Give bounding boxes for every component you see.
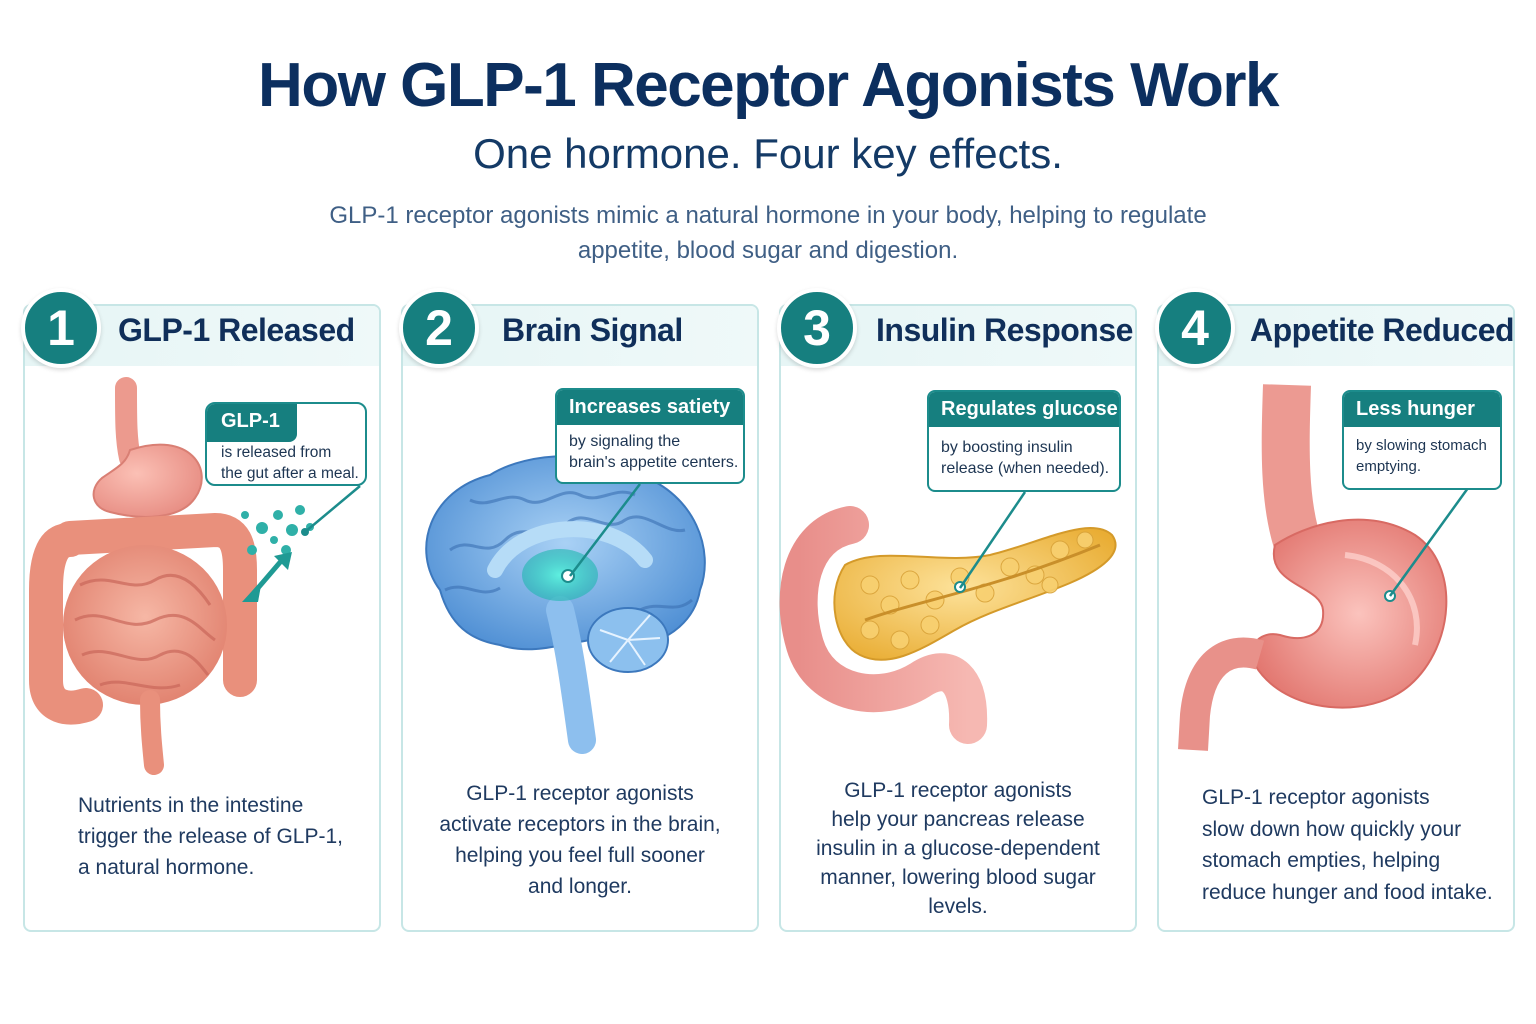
callout-title: Regulates glucose <box>929 392 1119 427</box>
description-line: activate receptors in the brain, <box>439 813 721 836</box>
description-line: slow down how quickly your <box>1202 817 1462 841</box>
intro-line: appetite, blood sugar and digestion. <box>577 237 959 264</box>
callout-title: GLP-1 <box>221 410 280 432</box>
step-number-2: 2 <box>399 288 479 368</box>
step-number-4: 4 <box>1155 288 1235 368</box>
callout-line: the gut after a meal. <box>221 465 359 482</box>
callout-line: by boosting insulin <box>941 439 1073 456</box>
step-description-3: GLP-1 receptor agonists help your pancre… <box>790 776 1126 921</box>
description-line: Nutrients in the intestine <box>78 794 304 817</box>
pancreas-icon <box>779 506 1117 744</box>
callout-2: Increases satiety by signaling the brain… <box>555 388 745 484</box>
description-line: GLP-1 receptor agonists <box>1202 786 1430 809</box>
page-title: How GLP-1 Receptor Agonists Work <box>258 51 1279 120</box>
callout-1: GLP-1 is released from the gut after a m… <box>205 402 367 486</box>
step-title-1: GLP-1 Released <box>118 312 355 348</box>
description-line: help your pancreas release <box>831 808 1085 831</box>
step-description-2: GLP-1 receptor agonists activate recepto… <box>410 778 750 902</box>
callout-line: emptying. <box>1356 458 1422 475</box>
callout-line: release (when needed). <box>941 460 1110 477</box>
step-title-2: Brain Signal <box>502 312 683 348</box>
description-line: manner, lowering blood sugar <box>820 866 1096 889</box>
callout-line: by signaling the <box>569 433 681 450</box>
description-line: insulin in a glucose-dependent <box>816 837 1100 860</box>
callout-line: is released from <box>221 444 332 461</box>
intro-line: GLP-1 receptor agonists mimic a natural … <box>329 202 1207 229</box>
callout-line: brain's appetite centers. <box>569 454 739 471</box>
step-number-1: 1 <box>21 288 101 368</box>
description-line: trigger the release of GLP-1, <box>78 825 343 848</box>
description-line: levels. <box>928 895 988 918</box>
callout-title: Less hunger <box>1344 392 1500 427</box>
description-line: GLP-1 receptor agonists <box>844 779 1072 802</box>
step-description-4: GLP-1 receptor agonists slow down how qu… <box>1190 782 1500 908</box>
callout-4: Less hunger by slowing stomach emptying. <box>1342 390 1502 490</box>
callout-3: Regulates glucose by boosting insulin re… <box>927 390 1121 492</box>
description-line: a natural hormone. <box>78 856 255 879</box>
stomach-icon <box>1178 384 1448 751</box>
intro-text: GLP-1 receptor agonists mimic a natural … <box>268 198 1268 268</box>
description-line: and longer. <box>528 875 632 898</box>
description-line: reduce hunger and food intake. <box>1202 880 1493 904</box>
description-line: stomach empties, helping <box>1202 849 1441 872</box>
step-description-1: Nutrients in the intestine trigger the r… <box>78 790 368 883</box>
step-title-3: Insulin Response <box>876 312 1133 348</box>
step-number-3: 3 <box>777 288 857 368</box>
digestive-system-icon <box>29 377 314 775</box>
description-line: GLP-1 receptor agonists <box>466 782 694 805</box>
callout-line: by slowing stomach <box>1356 437 1487 454</box>
brain-icon <box>425 455 706 754</box>
step-title-4: Appetite Reduced <box>1250 312 1515 348</box>
callout-title: Increases satiety <box>557 390 743 425</box>
page-subtitle: One hormone. Four key effects. <box>473 130 1063 177</box>
description-line: helping you feel full sooner <box>455 844 705 867</box>
